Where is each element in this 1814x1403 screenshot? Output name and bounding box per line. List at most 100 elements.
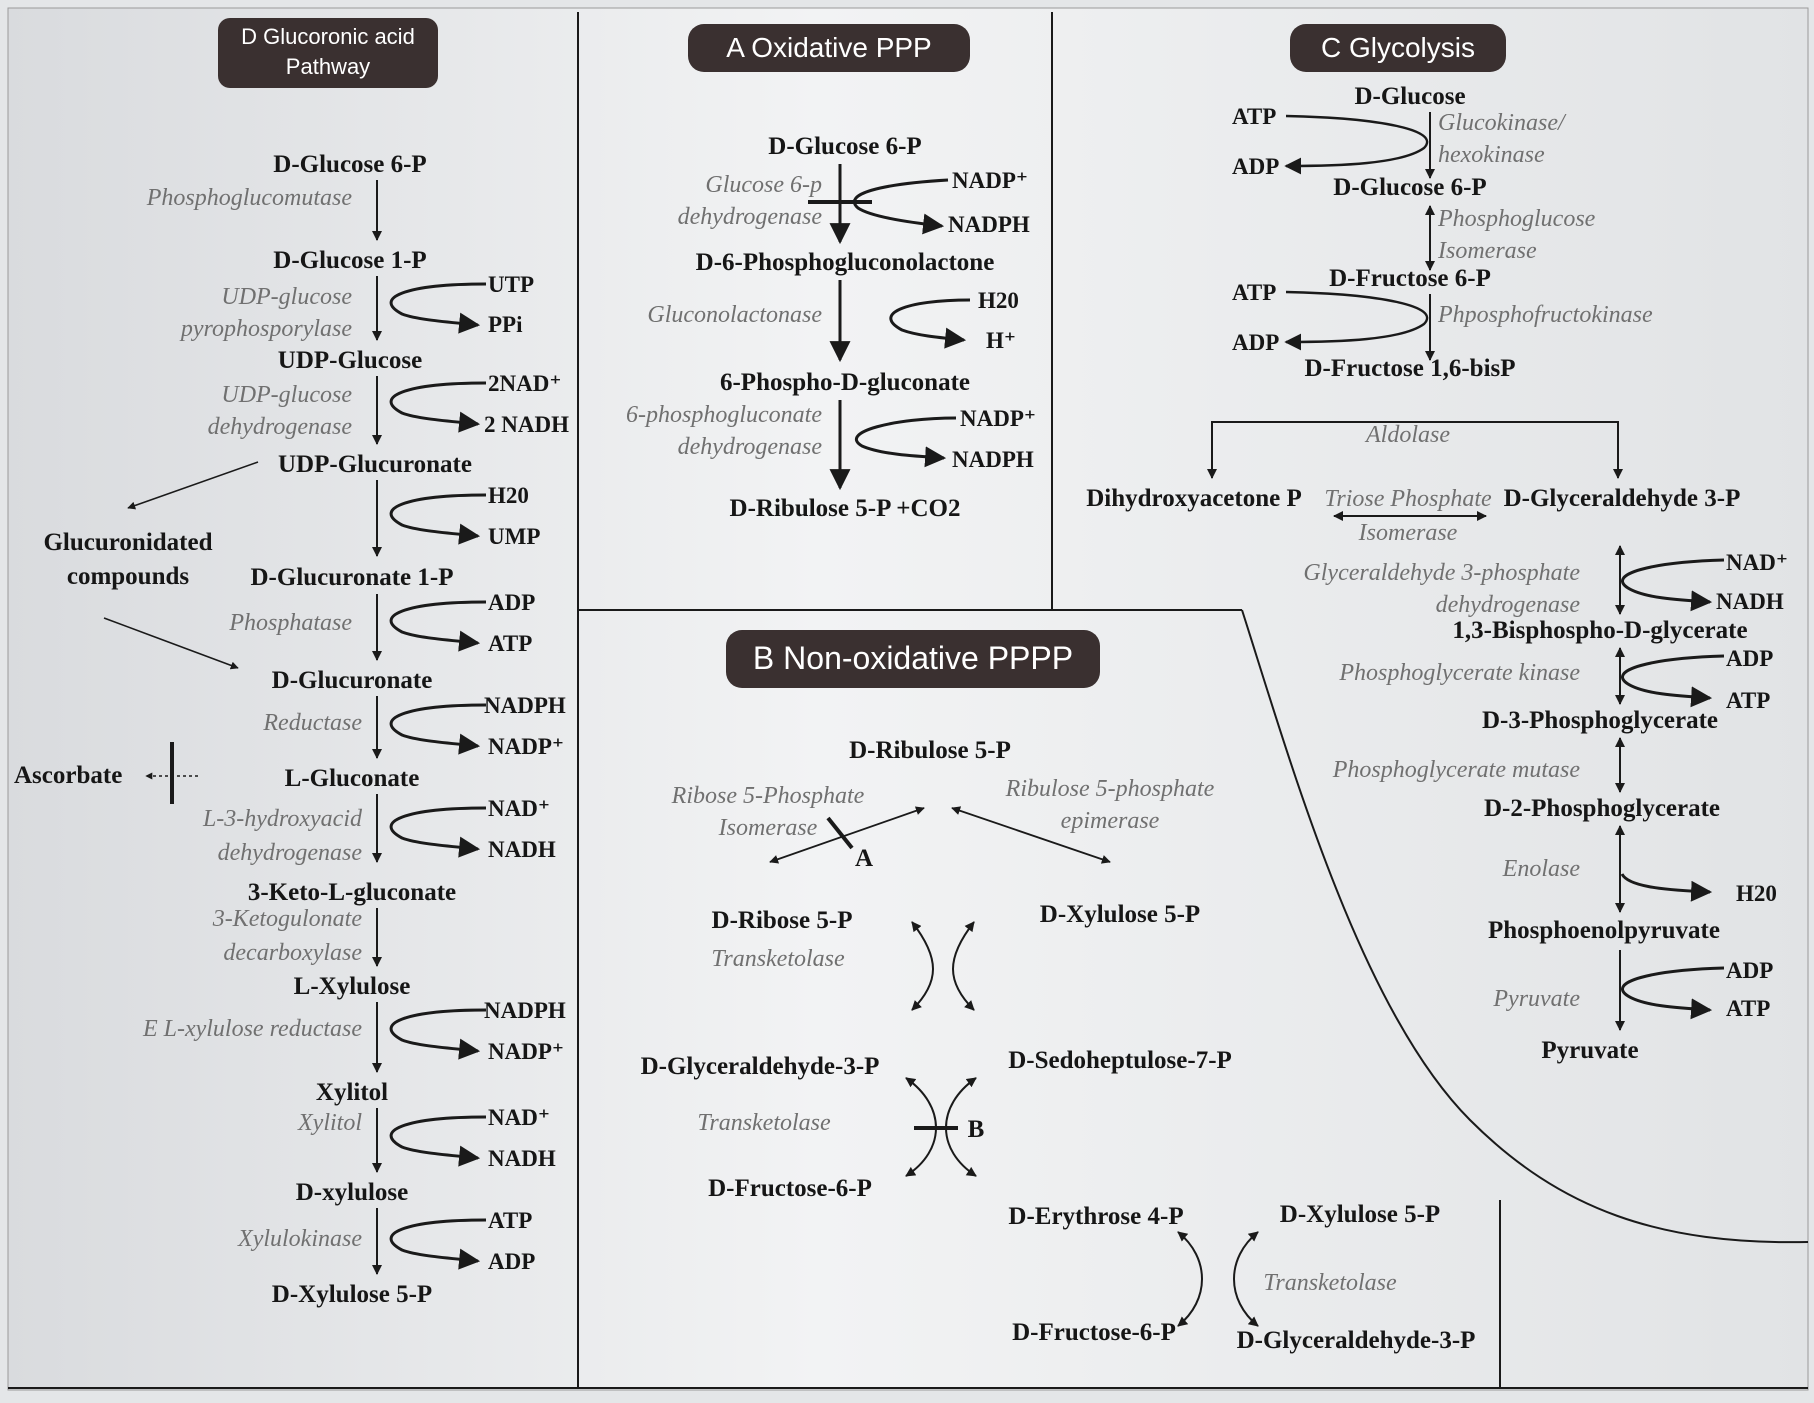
glucuronic-cofactor: NADH [488, 1146, 556, 1171]
glycolysis-enzyme: Glyceraldehyde 3-phosphate [1303, 560, 1580, 586]
nonoxidative-arrows [769, 806, 1259, 1327]
glycolysis-enzyme: dehydrogenase [1436, 592, 1581, 618]
glucuronic-cofactor: NAD⁺ [488, 1105, 550, 1130]
glucuronic-cofactor: UMP [488, 524, 540, 549]
glucuronic-enzyme: Xylitol [297, 1110, 362, 1136]
glucuronic-enzyme: E L-xylulose reductase [142, 1016, 362, 1042]
nonoxidative-enzyme: epimerase [1061, 808, 1160, 834]
glycolysis-cofactor: ATP [1726, 996, 1770, 1021]
nonoxidative-metabolite: D-Ribose 5-P [712, 907, 853, 934]
glucuronic-enzyme: pyrophosporylase [179, 316, 352, 342]
glycolysis-cofactor: ADP [1726, 958, 1773, 983]
glucuronic-cofactor: NADP⁺ [488, 1039, 564, 1064]
glucuronic-cofactor: PPi [488, 312, 523, 337]
glucuronic-cofactor: H20 [488, 483, 529, 508]
glycolysis-title: C Glycolysis [1321, 32, 1475, 63]
nonoxidative-metabolite: D-Erythrose 4-P [1008, 1203, 1183, 1230]
glycolysis-metabolite: D-3-Phosphoglycerate [1482, 707, 1718, 734]
glycolysis-metabolite: Pyruvate [1541, 1037, 1638, 1064]
glycolysis-cofactor: ATP [1726, 688, 1770, 713]
glucuronic-cofactor: NADH [488, 837, 556, 862]
glycolysis-cofactor: ADP [1232, 154, 1279, 179]
glycolysis-enzyme: Triose Phosphate [1324, 486, 1492, 512]
glucuronic-title-line1: D Glucoronic acid [241, 24, 415, 49]
side-product-label: Glucuronidated [43, 529, 212, 556]
inhibition-marker-a: A [855, 845, 873, 872]
glycolysis-enzyme: Phosphoglucose [1437, 206, 1596, 232]
oxidative-metabolite: 6-Phospho-D-gluconate [720, 369, 970, 396]
nonoxidative-enzyme: Ribulose 5-phosphate [1005, 776, 1215, 802]
nonoxidative-enzyme: Transketolase [697, 1110, 831, 1136]
glycolysis-enzyme: hexokinase [1438, 142, 1545, 168]
oxidative-metabolite: D-Ribulose 5-P +CO2 [730, 495, 961, 522]
glucuronic-metabolite: D-Xylulose 5-P [272, 1281, 432, 1308]
glucuronic-cofactor: ATP [488, 1208, 532, 1233]
glycolysis-metabolite: D-Fructose 6-P [1329, 265, 1491, 292]
glycolysis-enzyme: Isomerase [1437, 238, 1537, 264]
glycolysis-enzyme: Glucokinase/ [1438, 110, 1567, 136]
glycolysis-cofactor: ADP [1232, 330, 1279, 355]
glycolysis-enzyme: Aldolase [1364, 422, 1450, 448]
glycolysis-metabolite: Phosphoenolpyruvate [1488, 917, 1720, 944]
glucuronic-enzyme: dehydrogenase [208, 414, 353, 440]
oxidative-metabolite: D-6-Phosphogluconolactone [696, 249, 995, 276]
glucuronic-metabolite: D-Glucose 6-P [273, 151, 426, 178]
glycolysis-step-arrows [1207, 112, 1625, 1031]
oxidative-title-badge [688, 24, 970, 72]
glycolysis-title-badge [1290, 24, 1506, 72]
glucuronic-enzyme: 3-Ketogulonate [212, 906, 363, 932]
glycolysis-cofactor: ADP [1726, 646, 1773, 671]
glucuronic-cofactor: UTP [488, 272, 534, 297]
nonoxidative-metabolite: D-Xylulose 5-P [1280, 1201, 1440, 1228]
oxidative-cofactor: NADPH [952, 447, 1034, 472]
glucuronic-enzyme: decarboxylase [223, 940, 362, 966]
glycolysis-enzyme: Phosphoglycerate kinase [1338, 660, 1580, 686]
oxidative-cofactor-arrows [852, 178, 971, 468]
nonoxidative-title: B Non-oxidative PPPP [753, 640, 1073, 676]
nonoxidative-metabolite: D-Fructose-6-P [1012, 1319, 1176, 1346]
glucuronic-cofactor: 2 NADH [484, 412, 569, 437]
glycolysis-cofactor: ATP [1232, 280, 1276, 305]
glucuronic-enzyme: Xylulokinase [237, 1226, 362, 1252]
glucuronic-enzyme: L-3-hydroxyacid [202, 806, 363, 832]
oxidative-enzyme: 6-phosphogluconate [626, 402, 822, 428]
glucuronic-metabolite: D-xylulose [296, 1179, 409, 1206]
glucuronic-metabolite: D-Glucuronate [272, 667, 433, 694]
side-product-label: Ascorbate [14, 762, 122, 789]
glucuronic-cofactor: ADP [488, 1249, 535, 1274]
nonoxidative-metabolite: D-Fructose-6-P [708, 1175, 872, 1202]
oxidative-enzyme: Gluconolactonase [647, 302, 822, 328]
oxidative-cofactor: H⁺ [986, 328, 1016, 353]
glucuronic-metabolite: 3-Keto-L-gluconate [248, 879, 456, 906]
oxidative-enzyme: dehydrogenase [678, 204, 823, 230]
nonoxidative-enzyme: Transketolase [711, 946, 845, 972]
glucuronic-cofactor: NADP⁺ [488, 734, 564, 759]
glucuronic-cofactor-arrows [389, 282, 487, 1270]
glucuronic-metabolite: UDP-Glucuronate [278, 451, 472, 478]
glucuronic-cofactor: 2NAD⁺ [488, 371, 561, 396]
glycolysis-enzyme: Pyruvate [1492, 986, 1580, 1012]
glycolysis-enzyme: Enolase [1502, 856, 1581, 882]
nonoxidative-metabolite: D-Ribulose 5-P [849, 737, 1011, 764]
glucuronic-cofactor: NADPH [484, 693, 566, 718]
divider-curve [1241, 609, 1809, 1244]
glycolysis-enzyme: Isomerase [1358, 520, 1458, 546]
glucuronic-enzyme: UDP-glucose [221, 382, 352, 408]
glucuronic-metabolite: Xylitol [316, 1079, 388, 1106]
glycolysis-cofactor-arrows [1284, 114, 1725, 1020]
glucuronic-title-line2: Pathway [286, 54, 370, 79]
glucuronic-metabolite: L-Gluconate [285, 765, 420, 792]
oxidative-metabolite: D-Glucose 6-P [768, 133, 921, 160]
oxidative-cofactor: H20 [978, 288, 1019, 313]
nonoxidative-enzyme: Transketolase [1263, 1270, 1397, 1296]
glycolysis-cofactor: NADH [1716, 589, 1784, 614]
glycolysis-metabolite: D-Glyceraldehyde 3-P [1504, 485, 1741, 512]
glucuronic-cofactor: NAD⁺ [488, 796, 550, 821]
glucuronic-metabolite: UDP-Glucose [278, 347, 422, 374]
oxidative-cofactor: NADP⁺ [960, 406, 1036, 431]
glycolysis-metabolite: 1,3-Bisphospho-D-glycerate [1452, 617, 1747, 644]
glucuronic-metabolite: L-Xylulose [294, 973, 411, 1000]
oxidative-enzyme: dehydrogenase [678, 434, 823, 460]
glucuronic-enzyme: UDP-glucose [221, 284, 352, 310]
